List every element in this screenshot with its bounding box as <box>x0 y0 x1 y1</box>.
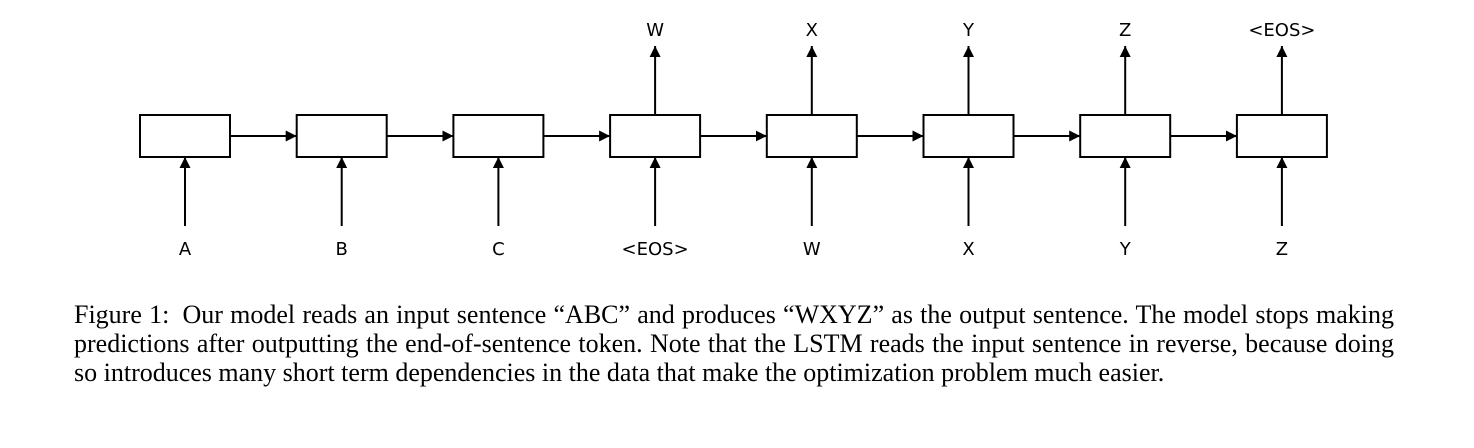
input-token: X <box>962 239 974 260</box>
input-token: Z <box>1276 239 1288 260</box>
figure-label: Figure 1: <box>74 300 170 329</box>
lstm-cell <box>1079 114 1172 158</box>
lstm-cell <box>1235 114 1328 158</box>
figure-caption: Figure 1: Our model reads an input sente… <box>74 300 1394 387</box>
input-token: A <box>179 239 192 260</box>
output-token: <EOS> <box>1248 20 1315 41</box>
lstm-cell <box>452 114 545 158</box>
output-token: Y <box>962 20 975 41</box>
input-token: <EOS> <box>622 239 689 260</box>
output-token: Z <box>1119 20 1131 41</box>
input-token: Y <box>1119 239 1132 260</box>
lstm-cell <box>295 114 388 158</box>
caption-text: Our model reads an input sentence “ABC” … <box>74 300 1394 387</box>
lstm-cell <box>139 114 231 158</box>
lstm-cell <box>765 114 858 158</box>
seq2seq-diagram: A B C <EOS> W W X X Y Y Z Z <EOS> <box>139 20 1328 260</box>
output-token: X <box>806 20 818 41</box>
lstm-cell <box>922 114 1015 158</box>
input-token: C <box>492 239 505 260</box>
output-token: W <box>646 20 664 41</box>
input-token: B <box>336 239 348 260</box>
lstm-cell <box>609 114 702 158</box>
input-token: W <box>803 239 821 260</box>
